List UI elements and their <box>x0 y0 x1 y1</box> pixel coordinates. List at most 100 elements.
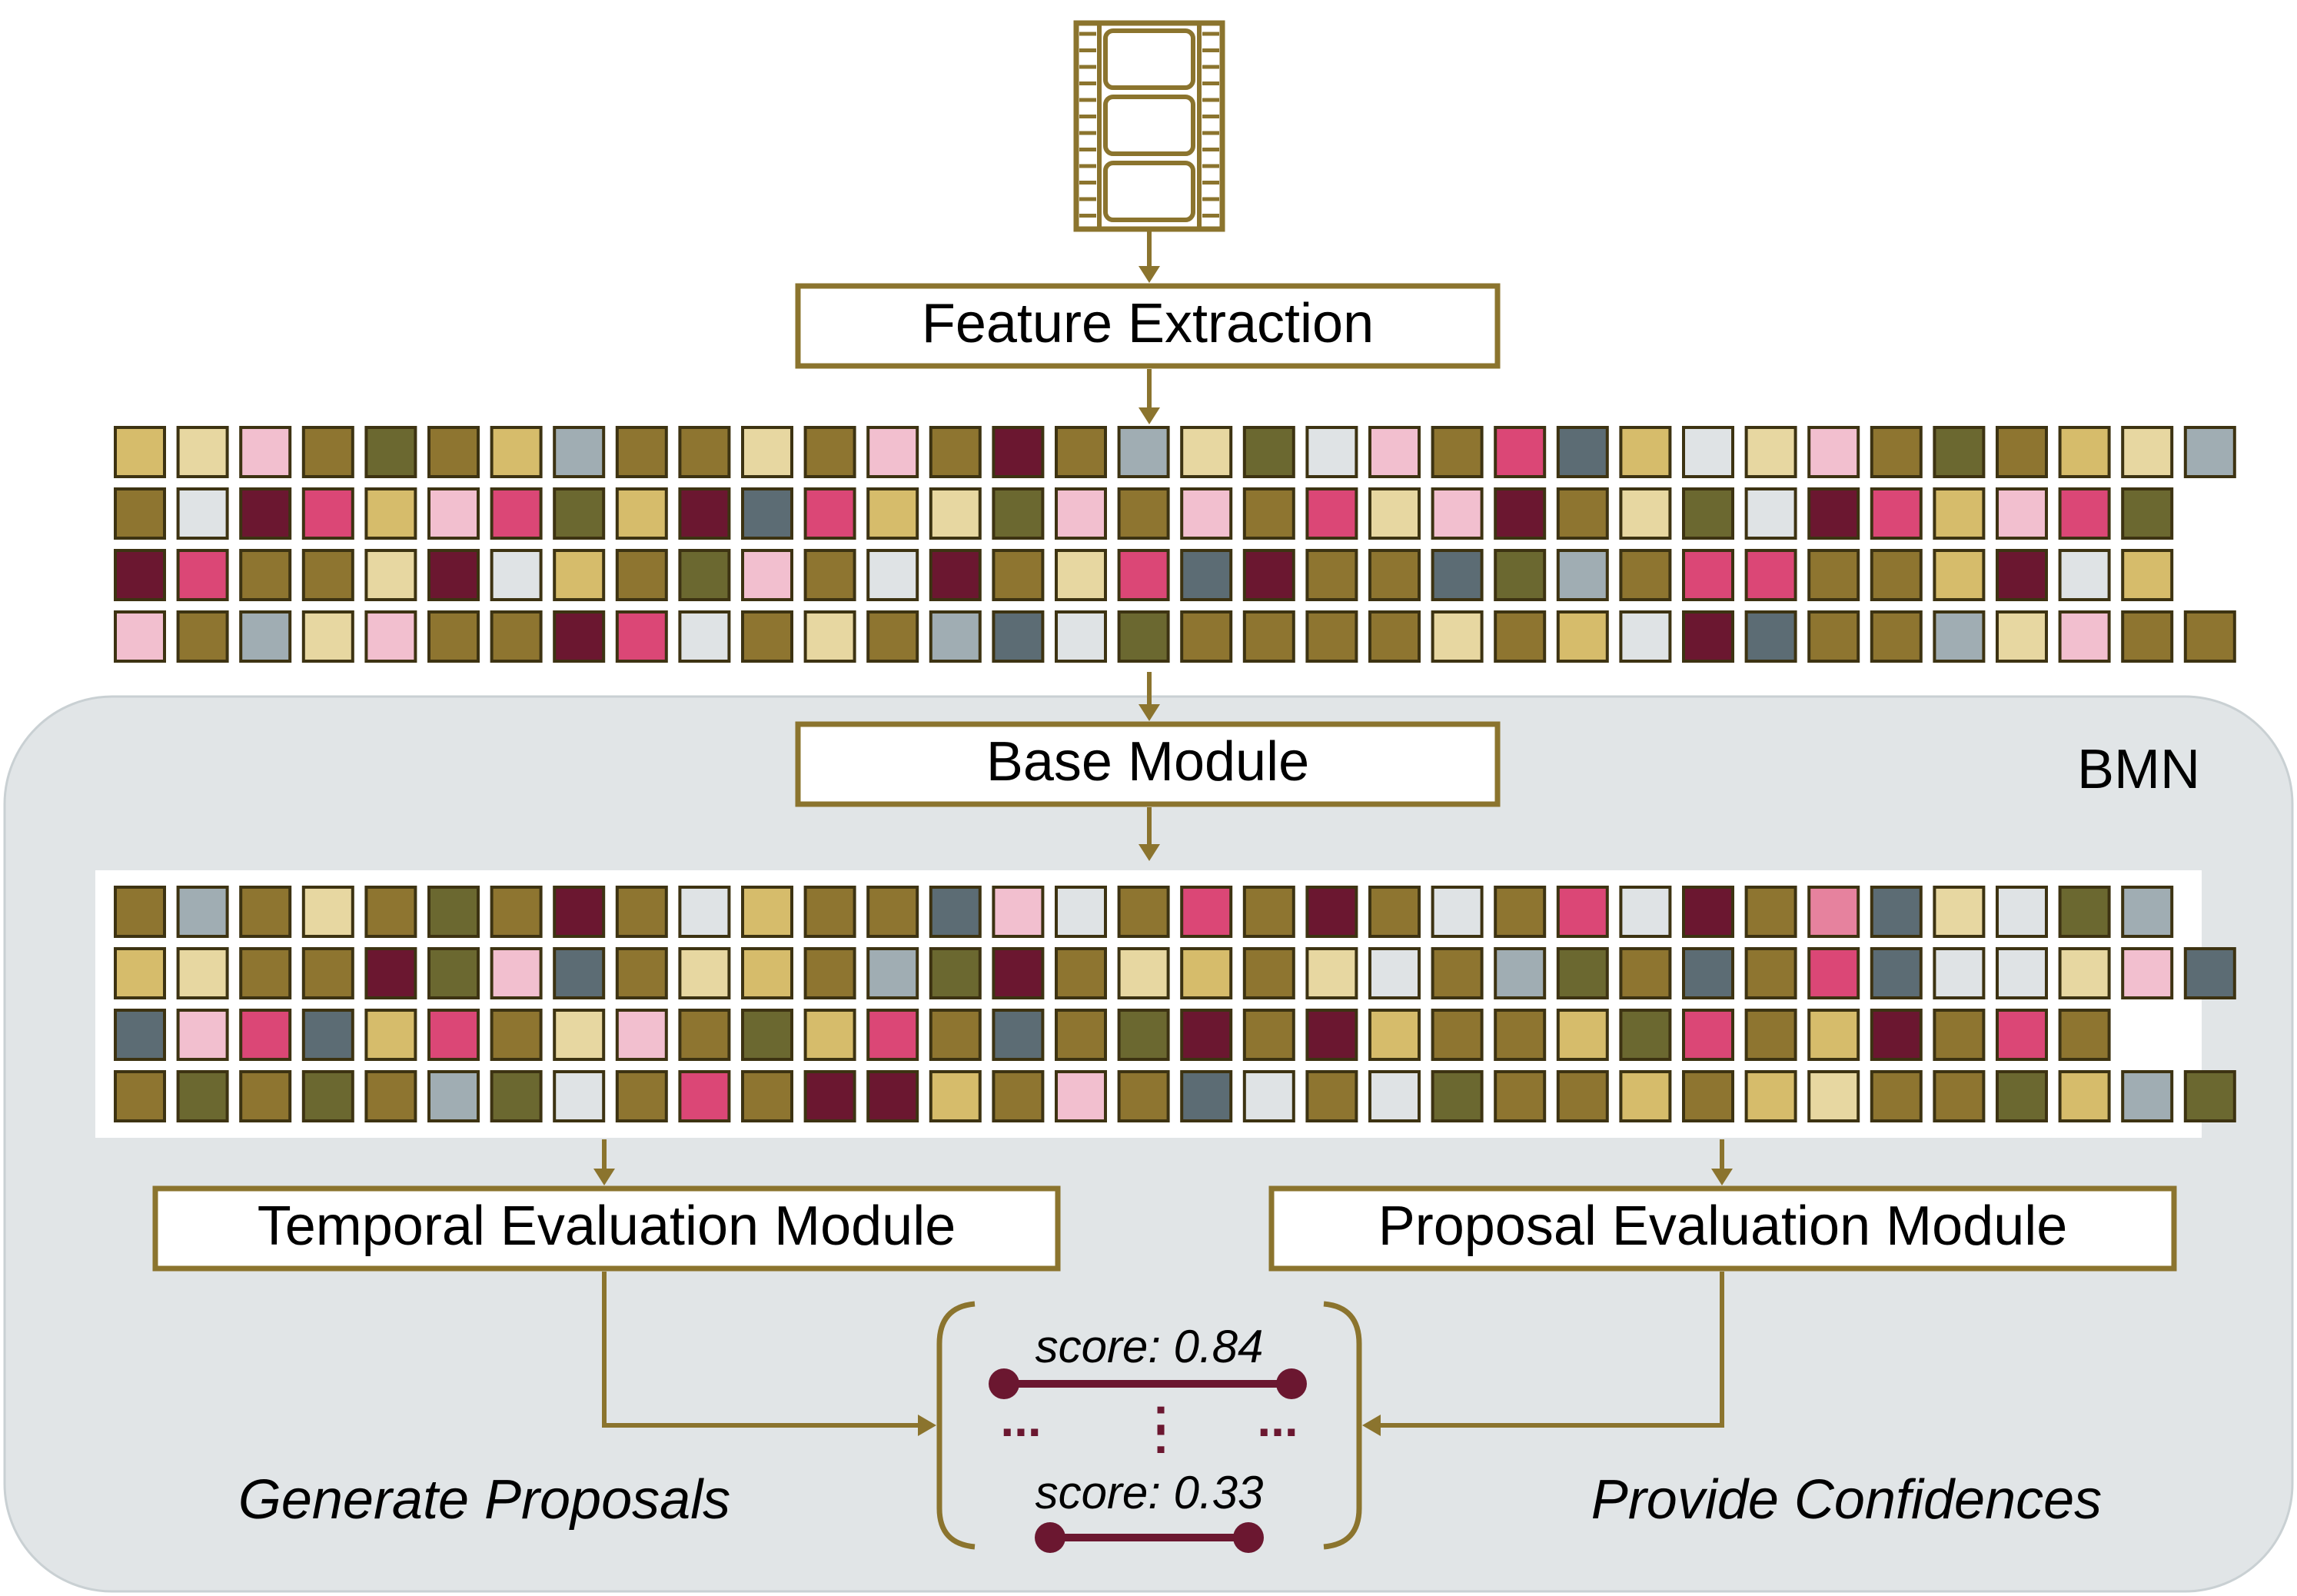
feature-cell <box>176 886 229 938</box>
feature-cell <box>2121 549 2174 601</box>
feature-cell <box>301 487 354 540</box>
feature-cell <box>615 426 668 478</box>
feature-cell <box>2058 549 2111 601</box>
feature-cell <box>1494 886 1547 938</box>
feature-cell <box>1933 1070 1986 1122</box>
feature-cell <box>1744 947 1797 999</box>
feature-cell <box>803 1070 856 1122</box>
feature-cell <box>1682 610 1734 663</box>
feature-cell <box>1242 947 1295 999</box>
feature-cell <box>803 549 856 601</box>
feature-cell <box>1619 1070 1672 1122</box>
feature-cell <box>678 886 731 938</box>
feature-cell <box>2183 426 2236 478</box>
feature-cell <box>1870 610 1923 663</box>
feature-cell <box>866 426 919 478</box>
feature-cell <box>741 426 793 478</box>
feature-cell <box>1180 947 1233 999</box>
feature-cell <box>1619 1009 1672 1061</box>
proposal-start-point <box>989 1368 1019 1399</box>
feature-sequence-grid <box>114 426 2236 663</box>
feature-cell <box>992 549 1045 601</box>
feature-cell <box>992 1070 1045 1122</box>
feature-cell <box>1933 549 1986 601</box>
feature-cell <box>553 1009 606 1061</box>
feature-cell <box>1431 487 1484 540</box>
feature-cell <box>490 947 543 999</box>
feature-cell <box>1744 487 1797 540</box>
feature-cell <box>2121 487 2174 540</box>
feature-cell <box>1055 947 1107 999</box>
feature-cell <box>1180 487 1233 540</box>
proposal-evaluation-module-label: Proposal Evaluation Module <box>1378 1195 2068 1257</box>
feature-cell <box>1996 426 2048 478</box>
feature-cell <box>1996 1070 2048 1122</box>
feature-cell <box>1494 549 1547 601</box>
ellipsis-left: ... <box>1000 1392 1041 1447</box>
feature-cell <box>114 487 166 540</box>
feature-cell <box>1305 487 1358 540</box>
feature-cell <box>1368 426 1421 478</box>
feature-cell <box>1242 1070 1295 1122</box>
feature-cell <box>1619 886 1672 938</box>
feature-cell <box>1368 1009 1421 1061</box>
feature-cell <box>1368 487 1421 540</box>
feature-cell <box>929 1070 982 1122</box>
feature-cell <box>678 610 731 663</box>
feature-cell <box>2058 1009 2111 1061</box>
feature-cell <box>1807 947 1860 999</box>
feature-cell <box>2121 947 2174 999</box>
feature-cell <box>929 610 982 663</box>
feature-cell <box>678 947 731 999</box>
feature-cell <box>1619 549 1672 601</box>
feature-cell <box>2183 610 2236 663</box>
feature-cell <box>490 886 543 938</box>
feature-cell <box>1807 610 1860 663</box>
feature-cell <box>176 426 229 478</box>
feature-cell <box>741 487 793 540</box>
feature-cell <box>490 610 543 663</box>
feature-cell <box>1494 947 1547 999</box>
feature-cell <box>866 947 919 999</box>
feature-cell <box>866 886 919 938</box>
feature-cell <box>1744 1070 1797 1122</box>
feature-cell <box>866 549 919 601</box>
feature-cell <box>1682 947 1734 999</box>
feature-cell <box>1117 487 1170 540</box>
feature-cell <box>1996 947 2048 999</box>
feature-cell <box>427 1009 480 1061</box>
feature-cell <box>1556 1070 1609 1122</box>
flow-arrows <box>593 229 1733 1436</box>
feature-cell <box>1180 549 1233 601</box>
base-module-box <box>795 721 1501 807</box>
feature-cell <box>1180 426 1233 478</box>
feature-cell <box>929 886 982 938</box>
feature-cell <box>1431 886 1484 938</box>
feature-cell <box>1431 1009 1484 1061</box>
feature-cell <box>1117 426 1170 478</box>
feature-cell <box>741 549 793 601</box>
feature-cell <box>1682 886 1734 938</box>
feature-cell <box>992 947 1045 999</box>
feature-cell <box>803 886 856 938</box>
feature-cell <box>2121 886 2174 938</box>
feature-cell <box>1619 487 1672 540</box>
feature-cell <box>1556 610 1609 663</box>
feature-cell <box>239 1009 292 1061</box>
feature-cell <box>1117 610 1170 663</box>
feature-cell <box>1055 487 1107 540</box>
feature-cell <box>1305 1009 1358 1061</box>
feature-cell <box>553 426 606 478</box>
feature-cell <box>1305 1070 1358 1122</box>
feature-cell <box>239 549 292 601</box>
feature-cell <box>992 886 1045 938</box>
base-feature-grid <box>114 886 2236 1122</box>
feature-cell <box>2121 1070 2174 1122</box>
feature-cell <box>992 1009 1045 1061</box>
feature-cell <box>1996 487 2048 540</box>
feature-cell <box>114 426 166 478</box>
feature-cell <box>1431 1070 1484 1122</box>
feature-cell <box>1556 947 1609 999</box>
feature-cell <box>1117 947 1170 999</box>
